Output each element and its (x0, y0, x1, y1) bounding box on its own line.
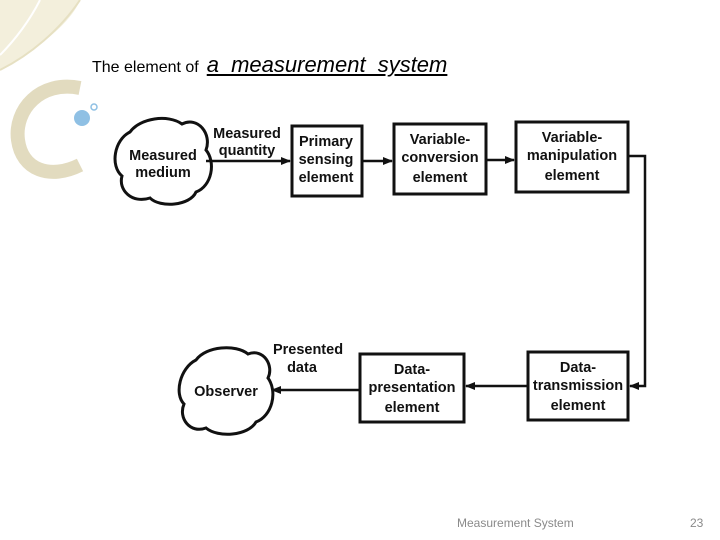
measured-medium-cloud: Measured medium (113, 116, 213, 206)
title-main: a measurement system (206, 52, 448, 77)
data-presentation-element-box: Data- presentation element (358, 352, 466, 424)
blue-dot-large (74, 110, 90, 126)
data-transmission-line1: Data- (560, 360, 596, 376)
observer-label: Observer (194, 384, 258, 400)
primary-sensing-line2: sensing (299, 152, 354, 168)
data-presentation-line2: presentation (368, 380, 455, 396)
presented-data-line2: data (287, 360, 318, 376)
observer-cloud: Observer (177, 346, 275, 436)
measured-quantity-line2: quantity (219, 143, 275, 159)
data-transmission-line2: transmission (533, 378, 623, 394)
title-prefix: The element of (92, 59, 199, 76)
blue-dot-small (90, 103, 98, 111)
variable-manipulation-line1: Variable- (542, 130, 603, 146)
page-number: 23 (690, 516, 704, 530)
data-presentation-line3: element (385, 400, 440, 416)
data-transmission-element-box: Data- transmission element (526, 350, 630, 422)
measured-quantity-line1: Measured (213, 126, 281, 142)
slide-title: The element of a measurement system (92, 52, 447, 78)
variable-conversion-element-box: Variable- conversion element (392, 122, 488, 196)
primary-sensing-element-box: Primary sensing element (290, 124, 364, 198)
data-transmission-line3: element (551, 398, 606, 414)
footer-label: Measurement System (457, 516, 574, 530)
measured-medium-line2: medium (135, 165, 191, 181)
variable-conversion-line2: conversion (401, 150, 478, 166)
data-presentation-line1: Data- (394, 362, 430, 378)
decorative-swirl (0, 0, 98, 179)
presented-data-line1: Presented (273, 342, 343, 358)
primary-sensing-line3: element (299, 170, 354, 186)
variable-manipulation-element-box: Variable- manipulation element (514, 120, 630, 194)
variable-manipulation-line3: element (545, 168, 600, 184)
variable-manipulation-line2: manipulation (527, 148, 617, 164)
primary-sensing-line1: Primary (299, 134, 353, 150)
connector-manipulation-to-transmission (628, 154, 647, 390)
measured-medium-line1: Measured (129, 148, 197, 164)
variable-conversion-line1: Variable- (410, 132, 471, 148)
variable-conversion-line3: element (413, 170, 468, 186)
